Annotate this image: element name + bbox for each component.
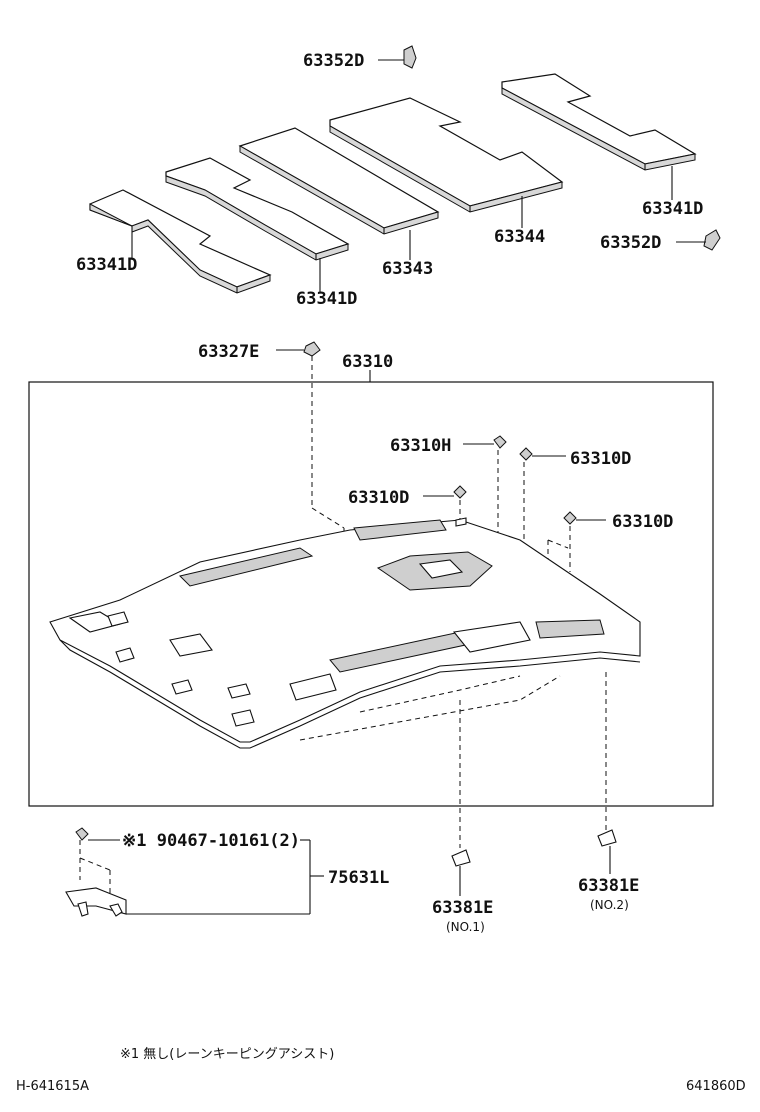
label-63341d-right: 63341D xyxy=(642,199,703,219)
pad-63344 xyxy=(329,97,564,213)
headliner-frame xyxy=(28,381,714,807)
label-63352d-top: 63352D xyxy=(303,51,364,71)
clip-63381e-no2 xyxy=(597,829,617,874)
clip-63352d-right xyxy=(676,229,721,251)
footnote: ※1 無し(レーンキーピングアシスト) xyxy=(120,1047,334,1062)
label-63310h: 63310H xyxy=(390,436,451,456)
label-90467: ※1 90467-10161(2) xyxy=(122,831,300,851)
label-no2: (NO.2) xyxy=(590,898,629,912)
label-63343: 63343 xyxy=(382,259,433,279)
label-63310d-a: 63310D xyxy=(570,449,631,469)
label-75631l: 75631L xyxy=(328,868,389,888)
bracket-75631l xyxy=(65,827,324,917)
clip-63310d-c xyxy=(547,511,606,572)
clip-63352d-top xyxy=(378,45,417,69)
label-63344: 63344 xyxy=(494,227,545,247)
clip-63381e-no1 xyxy=(451,849,471,896)
label-63310d-b: 63310D xyxy=(348,488,409,508)
label-no1: (NO.1) xyxy=(446,920,485,934)
label-63341d-left: 63341D xyxy=(76,255,137,275)
label-63310: 63310 xyxy=(342,352,393,372)
label-63381e-no2: 63381E xyxy=(578,876,639,896)
headliner-63310 xyxy=(49,517,641,749)
pad-63341d-mid xyxy=(165,157,350,261)
clip-63310h xyxy=(463,435,507,534)
label-63310d-c: 63310D xyxy=(612,512,673,532)
pad-63341d-right xyxy=(501,73,697,171)
pad-63341d-left xyxy=(89,189,272,294)
drawing-id-right: 641860D xyxy=(686,1079,746,1094)
label-63341d-mid: 63341D xyxy=(296,289,357,309)
label-63381e-no1: 63381E xyxy=(432,898,493,918)
drawing-id-left: H-641615A xyxy=(16,1079,89,1094)
label-63327e: 63327E xyxy=(198,342,259,362)
pad-63343 xyxy=(238,127,440,235)
clip-63310d-a xyxy=(519,447,566,540)
clip-63310d-b xyxy=(423,485,467,528)
label-63352d-right: 63352D xyxy=(600,233,661,253)
